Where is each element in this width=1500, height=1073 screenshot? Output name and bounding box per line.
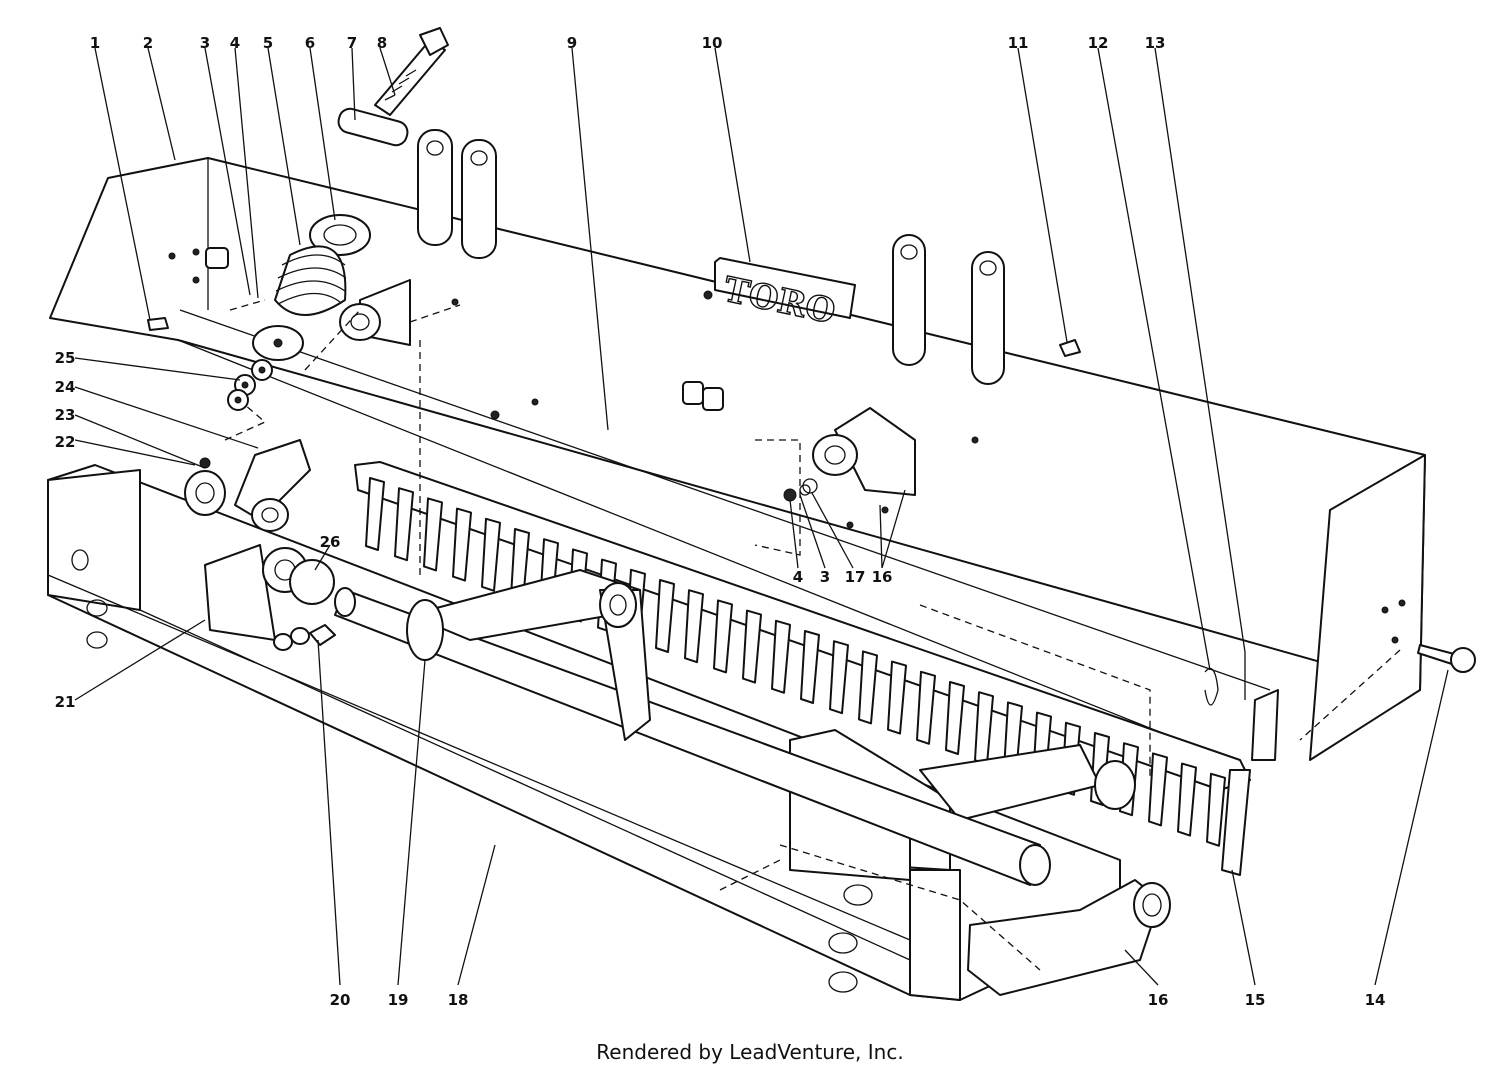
tine <box>916 670 936 745</box>
tine <box>1206 772 1226 847</box>
footer-credit: Rendered by LeadVenture, Inc. <box>596 1040 904 1064</box>
callout-20: 20 <box>330 991 351 1009</box>
assembly-lines <box>224 299 1401 971</box>
tine <box>887 660 907 735</box>
bearing-brackets <box>339 279 916 502</box>
callout-8: 8 <box>377 34 387 52</box>
callout-6: 6 <box>305 34 315 52</box>
tine <box>684 589 704 664</box>
bolt-washers <box>273 624 336 651</box>
callout-3-lower: 3 <box>820 568 830 586</box>
callout-7: 7 <box>347 34 357 52</box>
callout-16-upper: 16 <box>872 568 893 586</box>
nuts <box>227 359 273 411</box>
tine <box>394 487 414 562</box>
callout-5: 5 <box>263 34 273 52</box>
callout-23: 23 <box>55 406 76 424</box>
callout-18: 18 <box>448 991 469 1009</box>
callout-17: 17 <box>845 568 866 586</box>
callout-12: 12 <box>1088 34 1109 52</box>
bushings <box>184 439 311 532</box>
callout-9: 9 <box>567 34 577 52</box>
tine <box>655 579 675 653</box>
tine <box>771 619 791 694</box>
callout-10: 10 <box>702 34 723 52</box>
tine <box>365 477 385 551</box>
tine <box>1148 752 1168 827</box>
callout-2: 2 <box>143 34 153 52</box>
callout-22: 22 <box>55 433 76 451</box>
callout-4: 4 <box>230 34 240 52</box>
callout-26: 26 <box>320 533 341 551</box>
callout-21: 21 <box>55 693 76 711</box>
tine <box>423 497 443 572</box>
callout-labels: 1 2 3 4 5 6 7 8 9 10 11 12 13 14 15 16 1… <box>55 34 1386 1009</box>
tine <box>1177 762 1197 837</box>
tine <box>713 599 733 674</box>
tine <box>452 507 472 582</box>
callout-1: 1 <box>90 34 100 52</box>
callout-14: 14 <box>1365 991 1386 1009</box>
screws <box>147 317 1081 357</box>
tine <box>829 640 849 715</box>
callout-16: 16 <box>1148 991 1169 1009</box>
tine <box>481 517 501 592</box>
callout-25: 25 <box>55 349 76 367</box>
bolt-and-pins <box>1204 644 1476 876</box>
callout-4-lower: 4 <box>793 568 803 586</box>
tine <box>974 691 994 766</box>
callout-15: 15 <box>1245 991 1266 1009</box>
tine <box>945 681 965 755</box>
tine <box>800 630 820 704</box>
tine <box>742 609 762 684</box>
callout-11: 11 <box>1008 34 1029 52</box>
tine <box>858 650 878 725</box>
callout-19: 19 <box>388 991 409 1009</box>
callout-3: 3 <box>200 34 210 52</box>
spring-assembly <box>252 27 449 361</box>
shaft <box>334 569 1136 886</box>
leader-lines <box>74 47 1449 986</box>
side-brackets <box>204 544 1171 996</box>
callout-13: 13 <box>1145 34 1166 52</box>
callout-24: 24 <box>55 378 76 396</box>
mounting-tabs <box>205 129 1005 411</box>
